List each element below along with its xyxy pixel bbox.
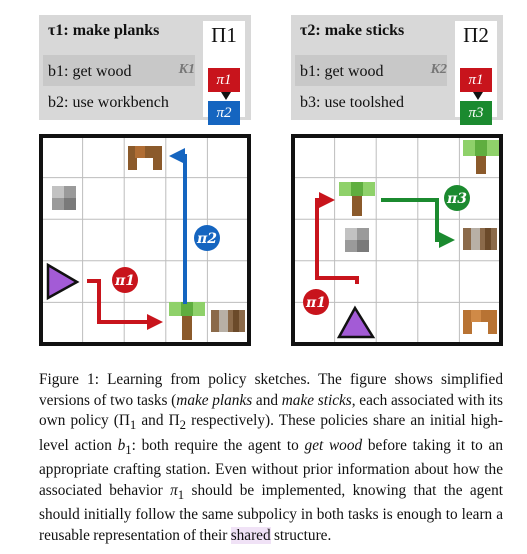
subpolicy-pi3-box: π3 [460,101,492,125]
caption-text: before taking it to an appropriate craft… [39,436,503,499]
step-use-toolshed: b3: use toolshed [300,94,404,111]
k-label: K1 [178,62,195,77]
step-use-workbench: b2: use workbench [48,94,169,111]
step-band [295,55,447,86]
agent-triangle-icon [336,305,376,339]
tree-icon [463,140,499,174]
subpolicy-pi2-path [169,148,187,304]
caption-task2: make sticks [281,391,352,409]
caption-label: Figure 1: [39,371,99,388]
pi3-badge-label: π3 [446,191,467,207]
task-box-make-sticks: τ2: make sticks b1: get wood K2 b3: use … [291,15,503,125]
down-arrow-icon [221,92,231,100]
caption-pi1: π [170,481,178,499]
caption-text: structure. [270,526,332,544]
caption-get-wood: get wood [304,436,363,454]
caption-subscript: 1 [177,487,185,502]
caption-subscript: 1 [129,418,137,433]
policy-panel: Π2 π1 π3 [455,21,497,125]
caption-task1: make planks [176,391,253,409]
pi3-badge: π3 [444,185,470,211]
policy-name: Π1 [211,23,237,47]
caption-b1: b [117,436,126,454]
caption-text: and Π [136,412,180,429]
pi1-badge-label: π1 [305,295,326,311]
step-get-wood: b1: get wood [300,63,384,80]
iron-block-icon [52,186,76,210]
caption-text: and [252,391,282,409]
subpolicy-pi3-path [381,198,455,248]
agent-triangle-icon [46,262,80,301]
k-label: K2 [430,62,447,77]
subpolicy-pi1-box: π1 [208,68,240,92]
caption-text: Learning from policy sketches. The figur… [39,371,503,409]
subpolicy-pi1-box: π1 [460,68,492,92]
caption-shared-highlight: shared [230,526,271,544]
caption-text: : both require the agent to [131,436,305,454]
tree-icon [169,302,205,340]
pi2-badge-label: π2 [196,231,217,247]
workbench-icon [128,146,162,170]
task-title: τ2: make sticks [300,22,405,39]
caption-text: should be implemented, knowing that the … [39,481,503,544]
subpolicy-pi2-box: π2 [208,101,240,125]
task-box-make-planks: τ1: make planks b1: get wood K1 b2: use … [39,15,251,125]
grid-world-make-sticks: π1 π3 [291,134,503,346]
caption-subscript: 2 [179,418,186,433]
step-get-wood: b1: get wood [48,63,132,80]
pi1-badge-label: π1 [114,273,135,289]
task-title: τ1: make planks [48,22,160,39]
tree-icon [339,182,375,216]
policy-name: Π2 [463,23,489,47]
caption-text: , each associated with its own policy (Π [39,391,503,430]
caption-text: respectively). These policies share an i… [39,412,503,454]
caption-subscript: 1 [125,442,132,457]
pi2-badge: π2 [194,225,220,251]
down-arrow-icon [473,92,483,100]
step-band [43,55,195,86]
iron-block-icon [345,228,369,252]
wood-pile-icon [211,310,245,332]
subpolicy-pi1-path [87,279,163,330]
figure-caption: Figure 1: Learning from policy sketches.… [39,370,503,546]
workbench-icon [463,310,497,334]
subpolicy-pi1-path [315,192,359,284]
pi1-badge: π1 [112,267,138,293]
toolshed-icon [463,228,497,250]
grid-world-make-planks: π1 π2 [39,134,251,346]
pi1-badge: π1 [303,289,329,315]
policy-panel: Π1 π1 π2 [203,21,245,125]
